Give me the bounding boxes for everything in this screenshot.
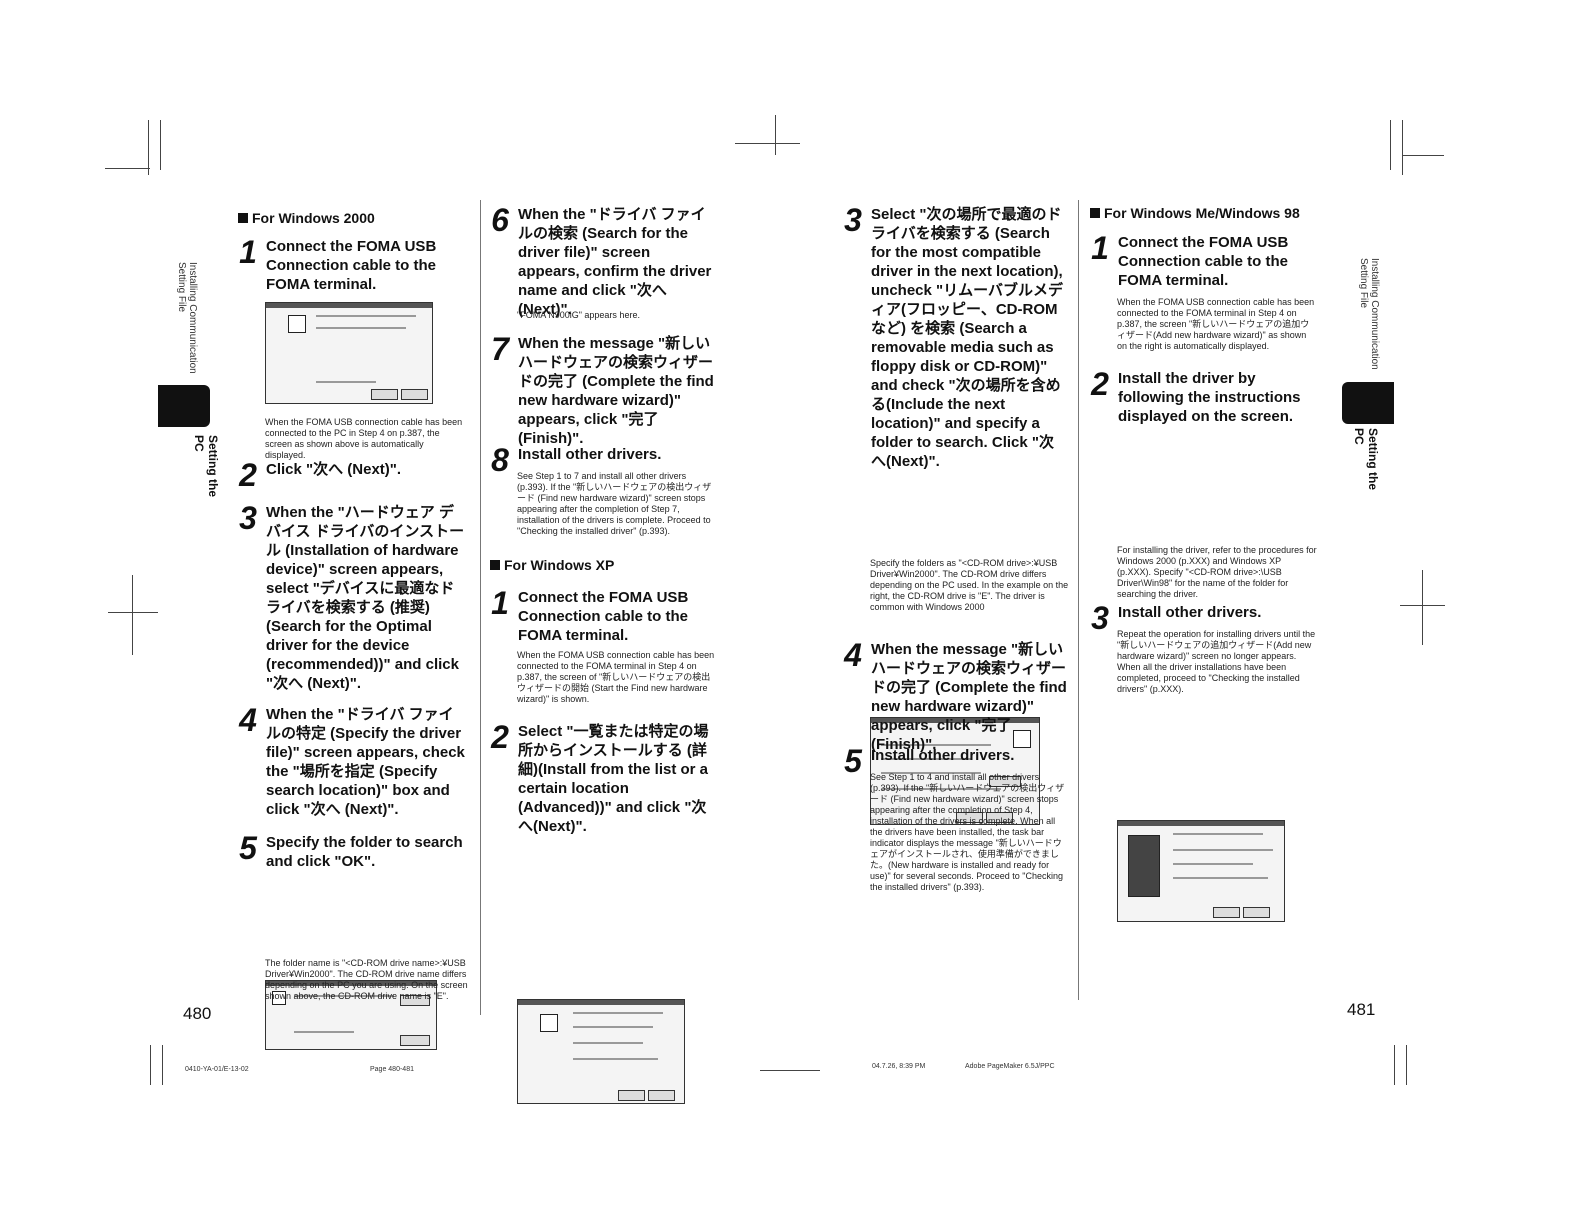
step-wme-2: 2 Install the driver by following the in… (1091, 366, 1301, 425)
step-wxp-3: 3 Select "次の場所で最適のドライバを検索する (Search for … (844, 202, 1063, 470)
note-w2000-8: See Step 1 to 7 and install all other dr… (517, 471, 712, 536)
bullet-square-icon (490, 560, 500, 570)
crop-mark (1402, 155, 1444, 156)
column-divider (480, 200, 481, 1015)
crop-mark (108, 612, 158, 613)
bullet-square-icon (238, 213, 248, 223)
crop-mark (162, 1045, 163, 1085)
crop-mark (735, 143, 800, 144)
step-w2000-5: 5 Specify the folder to search and click… (239, 830, 463, 870)
step-wxp-5: 5 Install other drivers. (844, 743, 1015, 779)
side-tab-label-right: Setting the PC (1352, 428, 1380, 490)
note-wme-3: Repeat the operation for installing driv… (1117, 629, 1316, 694)
crop-mark (148, 120, 149, 175)
crop-mark (105, 168, 150, 169)
screenshot-w2000-folder (265, 980, 437, 1050)
side-label-left: Installing Communication Setting File (176, 262, 198, 374)
note-wxp-1: When the FOMA USB connection cable has b… (517, 650, 715, 704)
column-divider (1078, 200, 1079, 1000)
crop-mark (1406, 1045, 1407, 1085)
bullet-square-icon (1090, 208, 1100, 218)
side-tab-left (158, 385, 210, 427)
step-wme-3: 3 Install other drivers. (1091, 600, 1262, 636)
crop-mark (1402, 120, 1403, 175)
disk-icon (272, 991, 286, 1005)
screenshot-wme-wizard (1117, 820, 1285, 922)
footer-date: 04.7.26, 8:39 PM (872, 1063, 926, 1070)
footer-file-id: 0410-YA-01/E-13-02 (185, 1066, 249, 1073)
section-title-windows-2000: For Windows 2000 (238, 210, 375, 226)
crop-mark (1390, 120, 1391, 170)
crop-mark (1394, 1045, 1395, 1085)
note-w2000-5: The folder name is "<CD-ROM drive name>:… (265, 958, 468, 1001)
note-w2000-1: When the FOMA USB connection cable has b… (265, 417, 463, 460)
wizard-icon (288, 315, 306, 333)
footer-app: Adobe PageMaker 6.5J/PPC (965, 1063, 1055, 1070)
wizard-icon (1013, 730, 1031, 748)
screenshot-wxp-install (517, 999, 685, 1104)
step-wme-1: 1 Connect the FOMA USB Connection cable … (1091, 230, 1289, 289)
step-wxp-1: 1 Connect the FOMA USB Connection cable … (491, 585, 689, 644)
crop-mark (1422, 570, 1423, 645)
note-wme-1: When the FOMA USB connection cable has b… (1117, 297, 1315, 351)
step-w2000-4: 4 When the "ドライバ ファイルの特定 (Specify the dr… (239, 702, 465, 818)
crop-mark (160, 120, 161, 170)
page-number-left: 480 (183, 1004, 212, 1023)
crop-mark (760, 1070, 820, 1071)
page-number-right: 481 (1347, 1000, 1376, 1019)
step-w2000-7: 7 When the message "新しいハードウェアの検索ウィザードの完了… (491, 331, 714, 447)
screenshot-w2000-wizard (265, 302, 433, 404)
section-title-windows-xp: For Windows XP (490, 557, 614, 573)
hardware-icon (1128, 835, 1160, 897)
side-label-right: Installing Communication Setting File (1358, 258, 1380, 370)
side-tab-right (1342, 382, 1394, 424)
crop-mark (775, 115, 776, 155)
step-w2000-6: 6 When the "ドライバ ファイルの検索 (Search for the… (491, 202, 712, 318)
step-w2000-8: 8 Install other drivers. (491, 442, 662, 478)
side-tab-label-left: Setting the PC (192, 435, 220, 497)
step-wxp-4: 4 When the message "新しいハードウェアの検索ウィザードの完了… (844, 637, 1067, 753)
step-wxp-2: 2 Select "一覧または特定の場所からインストールする (詳細)(Inst… (491, 719, 709, 835)
step-w2000-1: 1 Connect the FOMA USB Connection cable … (239, 234, 437, 293)
note-wxp-3: Specify the folders as "<CD-ROM drive>:¥… (870, 558, 1069, 612)
note-wxp-5: See Step 1 to 4 and install all other dr… (870, 772, 1065, 892)
step-w2000-3: 3 When the "ハードウェア デバイス ドライバのインストール (Ins… (239, 500, 465, 692)
step-w2000-2: 2 Click "次へ (Next)". (239, 457, 402, 493)
section-title-windows-me-98: For Windows Me/Windows 98 (1090, 205, 1300, 221)
note-wme-2: For installing the driver, refer to the … (1117, 545, 1317, 599)
screenshot-wxp-search (870, 717, 1040, 825)
footer-page-range: Page 480-481 (370, 1066, 414, 1073)
note-w2000-6: "FOMA N900iG" appears here. (517, 310, 640, 320)
crop-mark (132, 575, 133, 655)
wizard-icon (540, 1014, 558, 1032)
crop-mark (150, 1045, 151, 1085)
